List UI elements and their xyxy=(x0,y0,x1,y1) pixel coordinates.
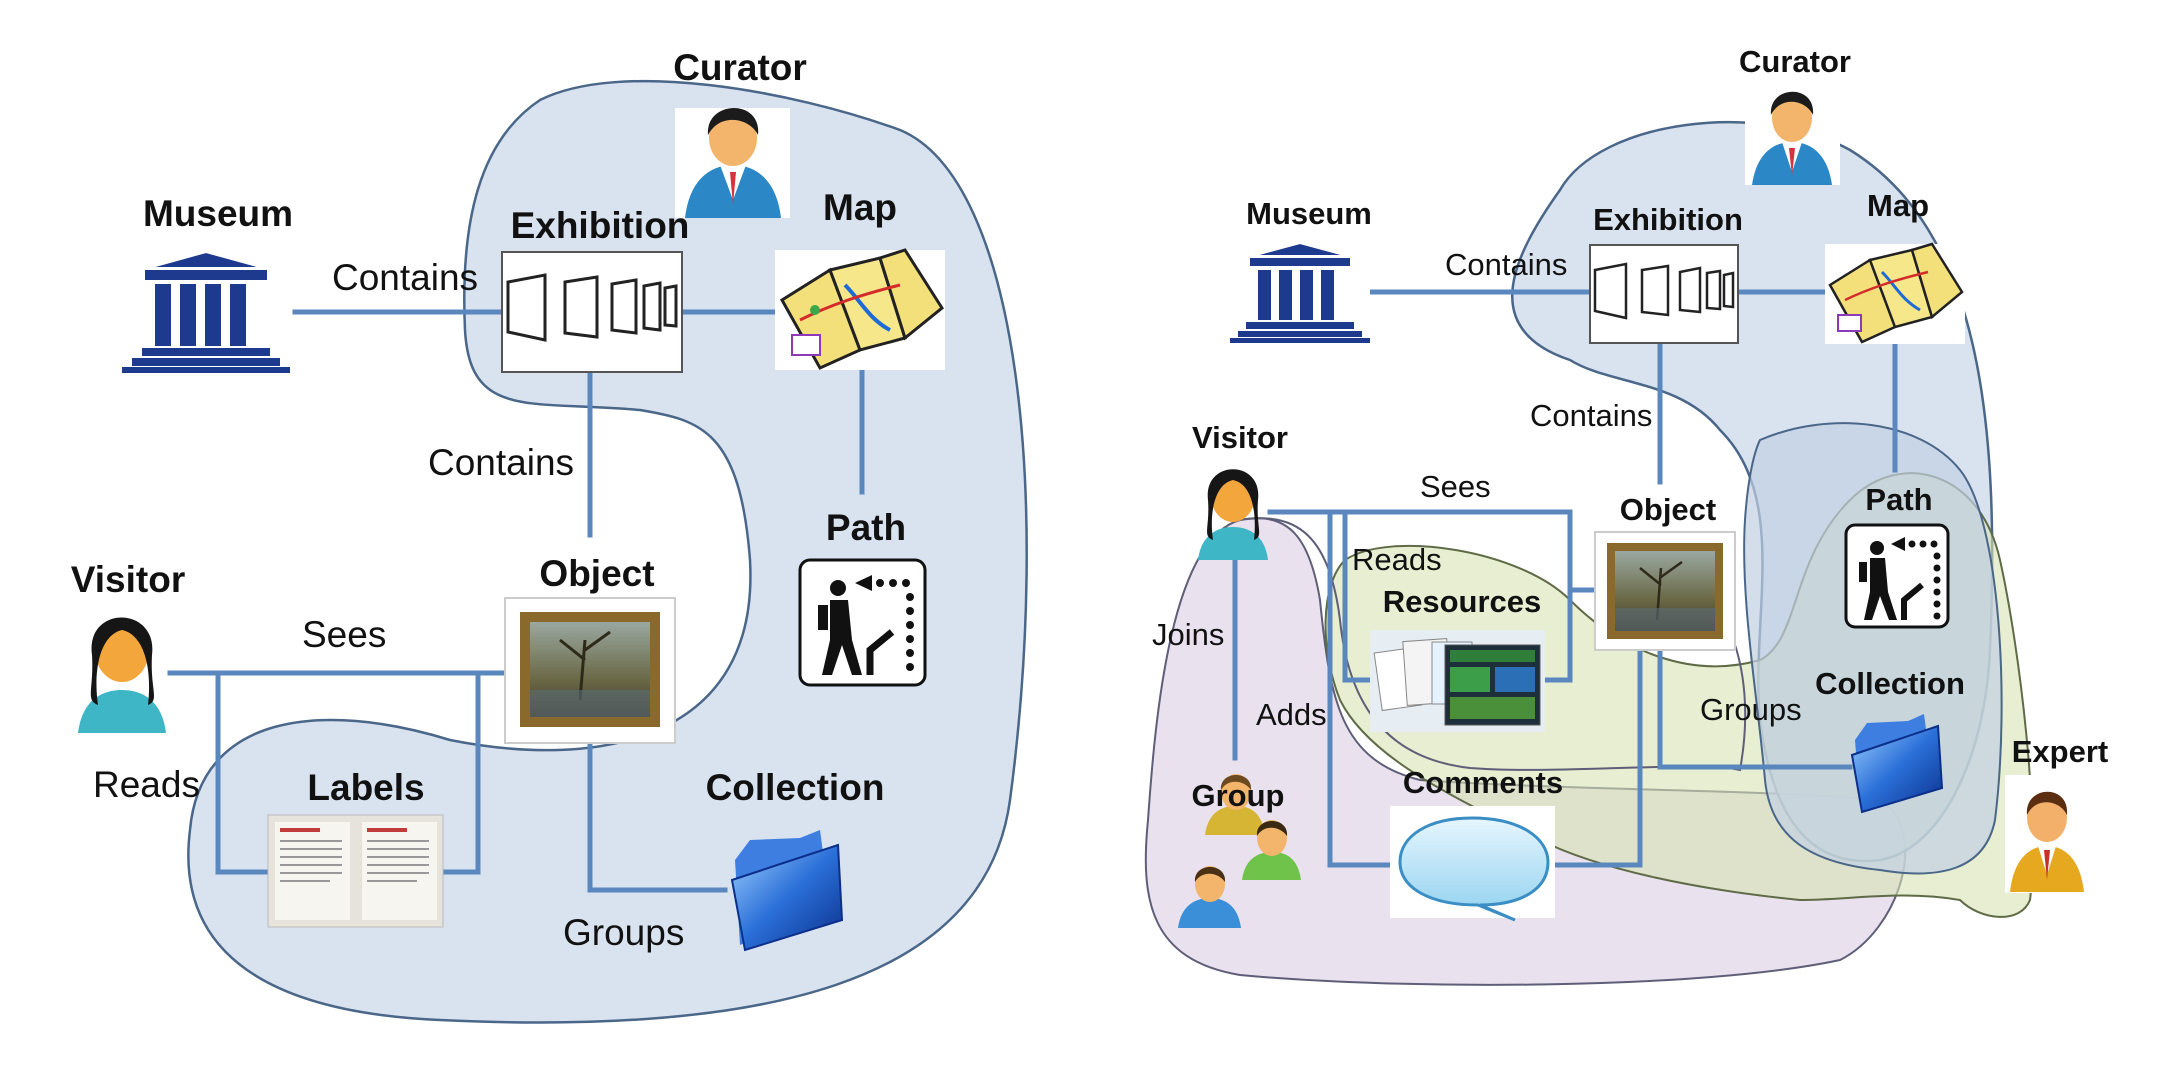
right-diagram: Curator Museum xyxy=(1144,44,2108,986)
right-group-label: Group xyxy=(1192,778,1285,813)
curator-icon xyxy=(1745,90,1840,185)
right-expert-label: Expert xyxy=(2012,734,2108,769)
right-collection-node: Collection xyxy=(1815,666,1965,814)
left-collection-node: Collection xyxy=(706,767,885,952)
left-edge-object-collection xyxy=(587,742,728,893)
right-expert-node: Expert xyxy=(2005,734,2108,893)
right-edge-label-contains-1: Contains xyxy=(1445,247,1567,282)
expert-icon xyxy=(2005,775,2090,893)
left-object-node: Object xyxy=(504,553,676,744)
painting-icon xyxy=(1594,531,1736,651)
museum-icon xyxy=(1228,241,1370,343)
right-edge-label-contains-2: Contains xyxy=(1530,398,1652,433)
left-visitor-label: Visitor xyxy=(71,559,185,600)
left-connectors xyxy=(167,309,865,893)
right-edge-label-joins: Joins xyxy=(1152,617,1224,652)
folder-icon xyxy=(730,830,844,952)
exhibition-icon xyxy=(1589,244,1739,344)
right-path-label: Path xyxy=(1865,482,1932,517)
right-museum-node: Museum xyxy=(1228,196,1372,343)
left-exhibition-node: Exhibition xyxy=(501,205,690,373)
left-edge-label-contains-1: Contains xyxy=(332,257,478,298)
visitor-icon xyxy=(1198,469,1268,560)
right-group-node: Group xyxy=(1178,774,1301,928)
left-edge-label-sees: Sees xyxy=(302,614,386,655)
right-comments-node: Comments xyxy=(1390,765,1563,922)
right-edge-label-sees: Sees xyxy=(1420,469,1491,504)
right-edge-resources-object xyxy=(1542,587,1573,683)
speech-bubble-icon xyxy=(1390,806,1555,922)
folder-icon xyxy=(1850,714,1944,814)
left-labels-label: Labels xyxy=(307,767,424,808)
museum-icon xyxy=(120,250,292,373)
map-icon xyxy=(1825,242,1965,344)
right-curator-node: Curator xyxy=(1739,44,1851,185)
right-edge-visitor-resources xyxy=(1342,509,1378,683)
right-edge-object-comments xyxy=(1552,647,1643,868)
left-edge-label-contains-2: Contains xyxy=(428,442,574,483)
left-museum-node: Museum xyxy=(120,193,293,373)
right-edge-object-collection xyxy=(1657,647,1853,770)
right-connectors xyxy=(1232,289,1898,868)
right-edge-label-reads: Reads xyxy=(1352,542,1442,577)
left-map-node: Map xyxy=(775,187,945,370)
right-exhibition-node: Exhibition xyxy=(1589,202,1743,344)
curator-icon xyxy=(675,107,790,218)
left-collection-label: Collection xyxy=(706,767,885,808)
right-object-node: Object xyxy=(1594,492,1736,651)
left-curator-node: Curator xyxy=(673,47,807,218)
right-edge-label-adds: Adds xyxy=(1256,697,1327,732)
right-path-node: Path xyxy=(1844,482,1950,629)
left-path-node: Path xyxy=(798,507,927,687)
right-edge-visitor-comments xyxy=(1327,509,1398,868)
right-exhibition-label: Exhibition xyxy=(1593,202,1743,237)
left-edge-label-groups: Groups xyxy=(563,912,684,953)
exhibition-icon xyxy=(501,251,683,373)
right-object-label: Object xyxy=(1620,492,1716,527)
map-icon xyxy=(775,248,945,370)
right-visitor-node: Visitor xyxy=(1192,420,1288,560)
left-labels-node: Labels xyxy=(267,767,444,928)
right-collection-label: Collection xyxy=(1815,666,1965,701)
left-path-label: Path xyxy=(826,507,906,548)
right-edge-label-groups: Groups xyxy=(1700,692,1802,727)
visitor-icon xyxy=(78,617,166,733)
left-visitor-node: Visitor xyxy=(71,559,185,733)
left-curator-label: Curator xyxy=(673,47,807,88)
left-diagram: Curator Museum xyxy=(71,47,1028,1024)
right-curator-label: Curator xyxy=(1739,44,1851,79)
group-people-icon xyxy=(1178,774,1301,928)
labels-document-icon xyxy=(267,814,444,928)
right-edge-visitor-object xyxy=(1267,509,1573,593)
left-edge-label-reads: Reads xyxy=(93,764,200,805)
right-map-label: Map xyxy=(1867,188,1929,223)
left-exhibition-label: Exhibition xyxy=(511,205,690,246)
left-map-label: Map xyxy=(823,187,897,228)
right-comments-label: Comments xyxy=(1403,765,1563,800)
painting-icon xyxy=(504,597,676,744)
resources-screens-icon xyxy=(1370,630,1545,732)
right-visitor-label: Visitor xyxy=(1192,420,1288,455)
right-resources-label: Resources xyxy=(1383,584,1542,619)
right-resources-node: Resources xyxy=(1370,584,1545,732)
right-museum-label: Museum xyxy=(1246,196,1372,231)
hiker-path-icon xyxy=(798,558,927,687)
hiker-path-icon xyxy=(1844,523,1950,629)
left-object-label: Object xyxy=(539,553,654,594)
left-edge-labels-object xyxy=(437,670,481,875)
right-map-node: Map xyxy=(1825,188,1965,344)
left-edge-visitor-labels xyxy=(215,670,271,875)
left-museum-label: Museum xyxy=(143,193,293,234)
